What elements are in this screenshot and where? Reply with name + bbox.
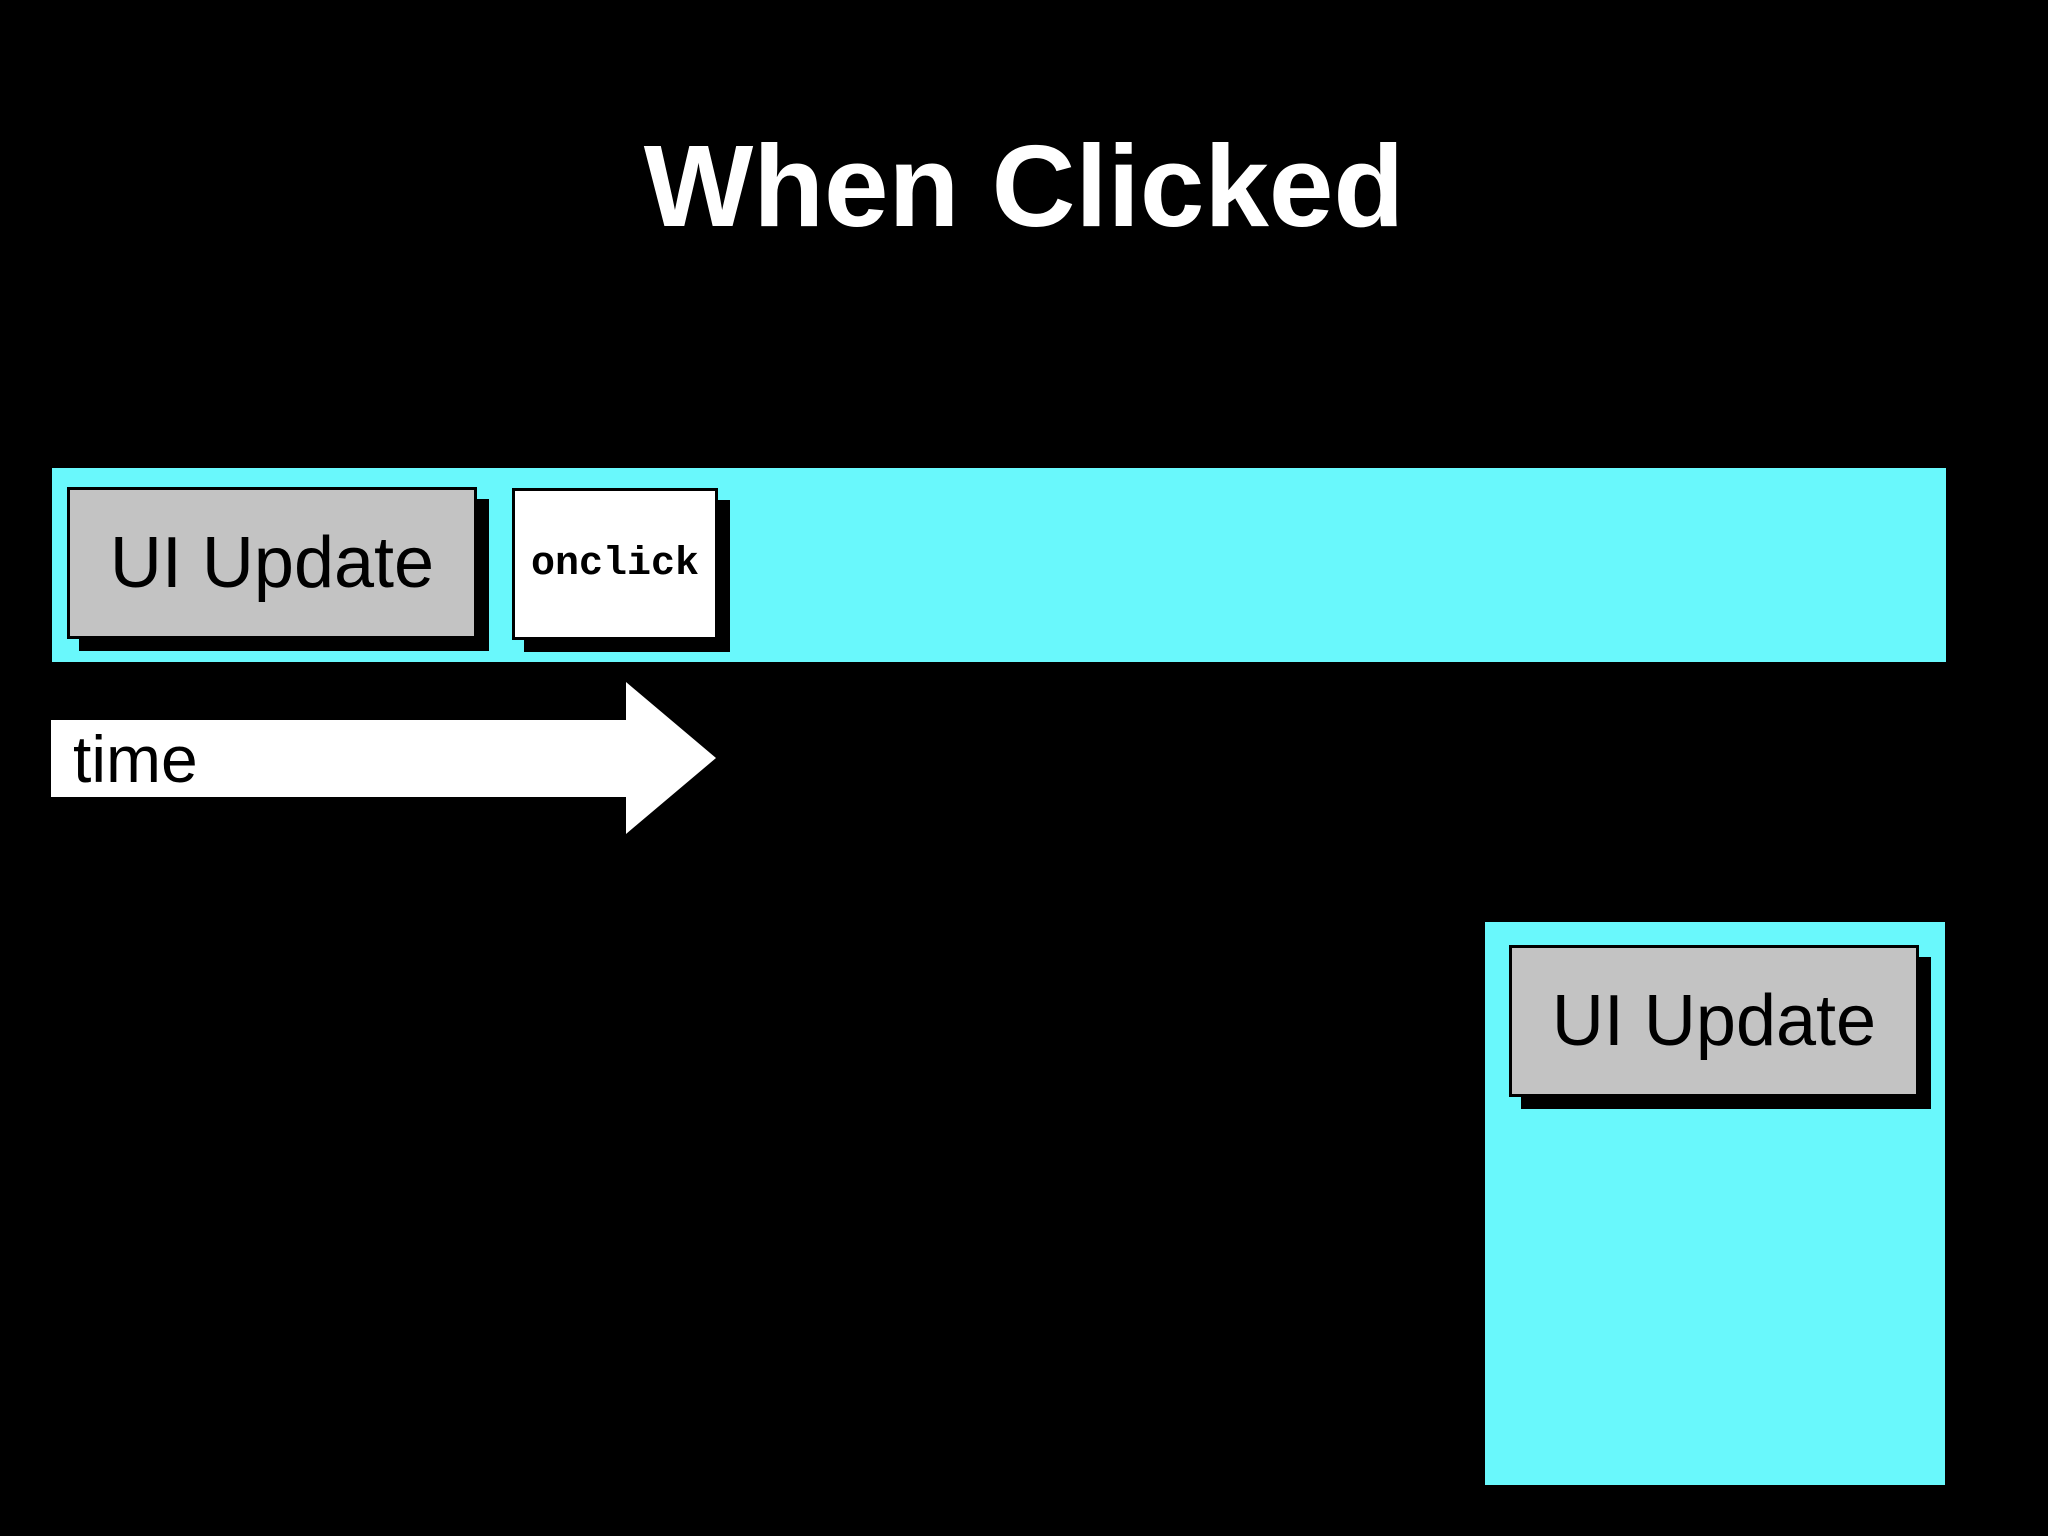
ui-update-label-first: UI Update <box>109 523 435 603</box>
main-thread-track: UI Update onclick <box>52 468 1946 662</box>
deferred-track-block: UI Update <box>1485 922 1945 1485</box>
time-arrow: time <box>51 682 716 834</box>
onclick-handler-box: onclick <box>512 488 718 640</box>
slide-title: When Clicked <box>643 121 1405 251</box>
ui-update-box-second: UI Update <box>1509 945 1919 1097</box>
ui-update-label-second: UI Update <box>1551 981 1877 1061</box>
onclick-label: onclick <box>530 541 700 587</box>
time-arrow-label: time <box>73 721 198 796</box>
ui-update-box-first: UI Update <box>67 487 477 639</box>
time-arrow-shape <box>51 682 716 834</box>
